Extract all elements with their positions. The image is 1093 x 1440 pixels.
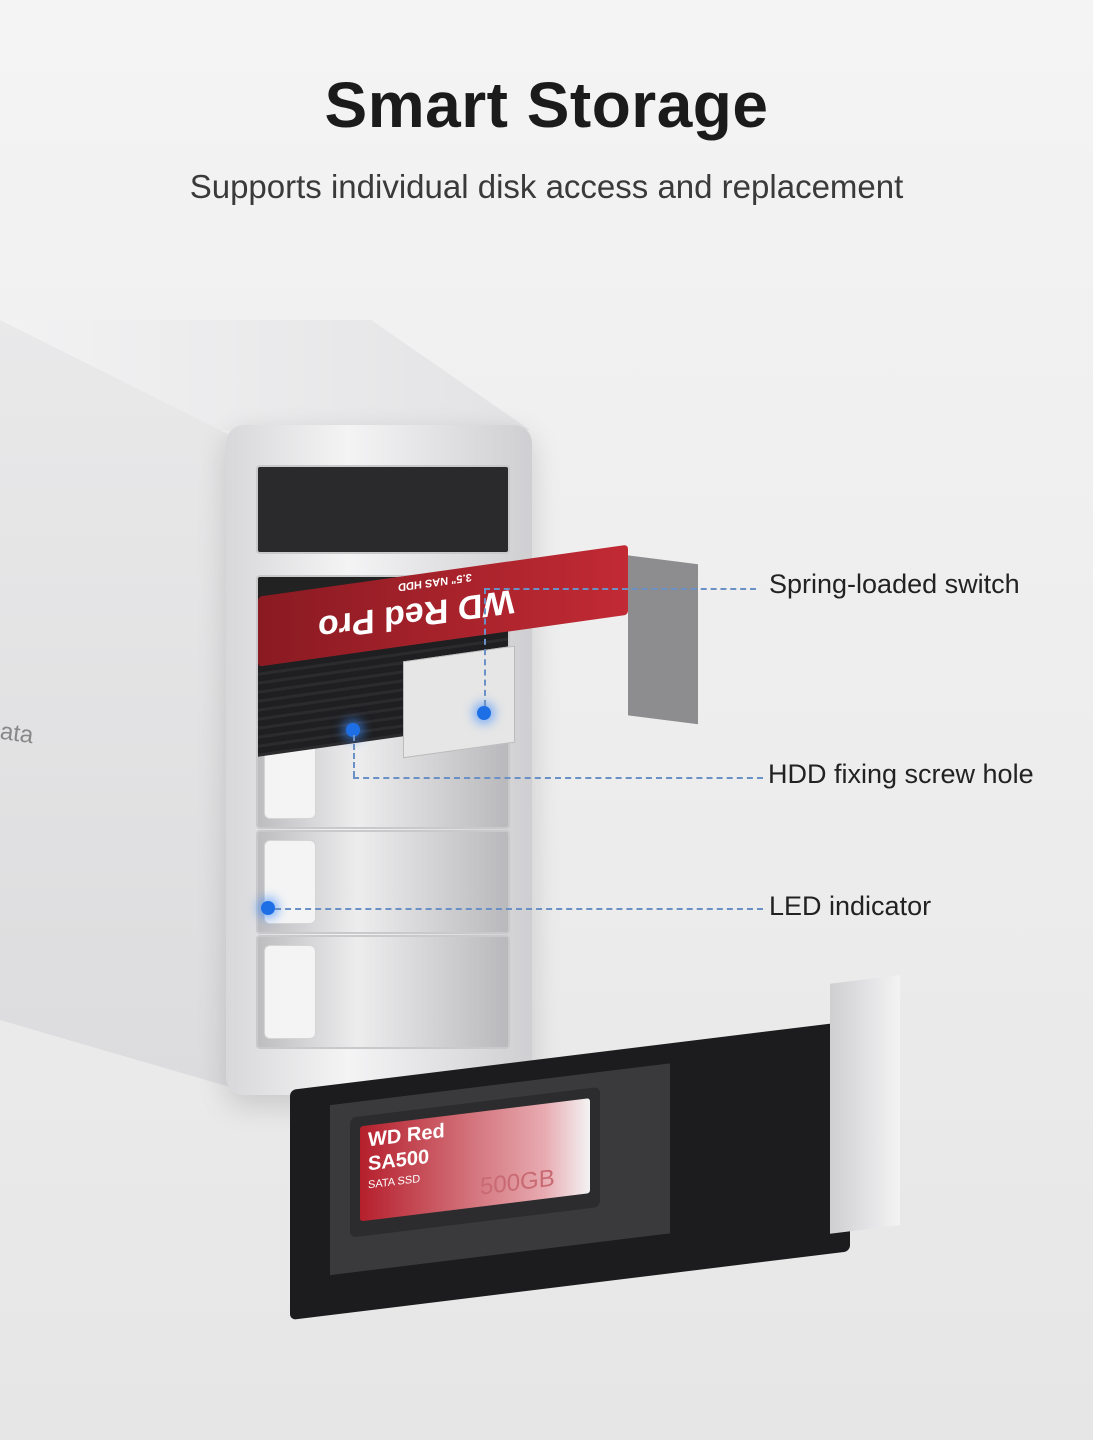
ssd-type: SATA SSD <box>368 1173 421 1192</box>
drive-bay[interactable] <box>256 830 510 934</box>
screw-hole-marker-icon <box>346 723 360 737</box>
callout-line <box>275 908 763 910</box>
page-title: Smart Storage <box>324 69 769 141</box>
drive-bay-empty <box>256 465 510 554</box>
callout-line <box>484 588 486 706</box>
ssd-brand: WD Red <box>368 1120 445 1152</box>
tray-lever[interactable] <box>628 555 698 725</box>
ssd-label: WD Red SA500 SATA SSD 500GB <box>360 1098 590 1222</box>
callout-line <box>353 735 355 777</box>
bay-handle[interactable] <box>264 945 316 1039</box>
caddy-cap <box>830 975 900 1234</box>
callout-line <box>484 588 756 590</box>
ssd-capacity: 500GB <box>480 1164 555 1201</box>
spring-switch-marker-icon <box>477 706 491 720</box>
brand-logo: ata <box>0 717 36 750</box>
callout-screw-hole: HDD fixing screw hole <box>768 759 1034 789</box>
drive-bay[interactable] <box>256 935 510 1049</box>
tray-cap <box>403 645 515 759</box>
callout-spring-switch: Spring-loaded switch <box>769 569 1020 599</box>
callout-led: LED indicator <box>769 891 932 921</box>
callout-line <box>353 777 763 779</box>
led-marker-icon <box>261 901 275 915</box>
enclosure-side <box>0 320 240 1090</box>
page-subtitle: Supports individual disk access and repl… <box>189 168 904 205</box>
